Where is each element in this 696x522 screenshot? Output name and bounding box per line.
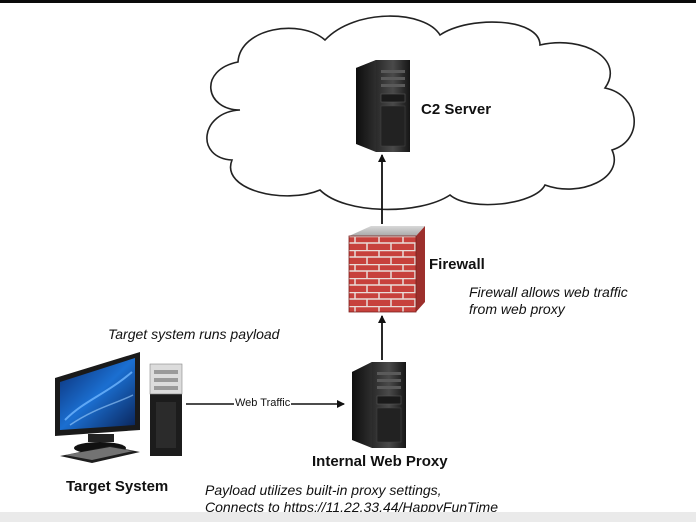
top-border: [0, 0, 696, 3]
firewall-label: Firewall: [429, 256, 485, 273]
proxy-label: Internal Web Proxy: [312, 453, 448, 470]
firewall-icon: [348, 226, 425, 313]
cloud-shape: [206, 15, 635, 211]
firewall-annotation-line2: from web proxy: [469, 301, 565, 317]
firewall-annotation-line1: Firewall allows web traffic: [469, 284, 628, 300]
edge-label-web-traffic: Web Traffic: [234, 397, 292, 409]
payload-annotation-line1: Payload utilizes built-in proxy settings…: [205, 482, 442, 498]
target-system-label: Target System: [66, 478, 169, 495]
proxy-server-icon: [352, 362, 406, 448]
payload-annotation-line2: Connects to https://11.22.33.44/HappyFun…: [205, 499, 499, 515]
target-runs-annotation: Target system runs payload: [108, 326, 280, 342]
c2-server-icon: [356, 60, 410, 152]
target-computer-icon: [55, 352, 183, 463]
c2-server-label: C2 Server: [421, 101, 492, 118]
bottom-border: [0, 512, 696, 522]
